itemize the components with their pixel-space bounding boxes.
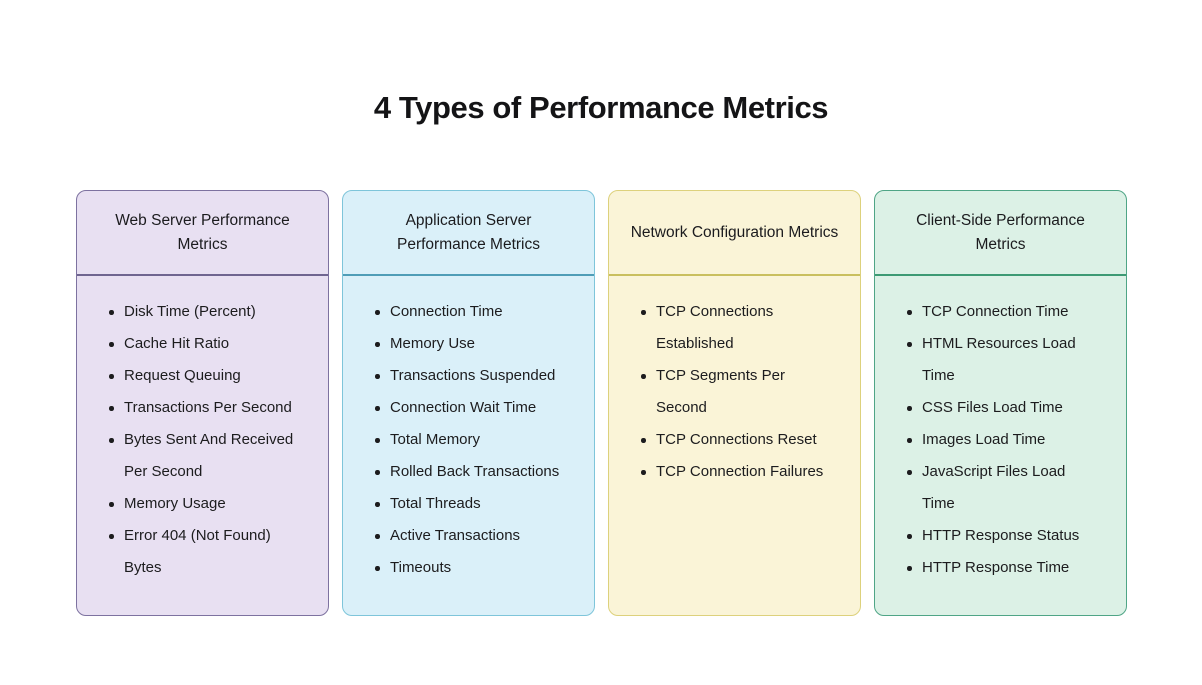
- card-title-client-side: Client-Side Performance Metrics: [875, 191, 1126, 276]
- list-item: Transactions Per Second: [91, 392, 304, 424]
- list-item: Active Transactions: [357, 520, 570, 552]
- list-item: Error 404 (Not Found) Bytes: [91, 520, 304, 584]
- list-item: Memory Use: [357, 328, 570, 360]
- list-item: Total Memory: [357, 424, 570, 456]
- card-title-network-configuration: Network Configuration Metrics: [609, 191, 860, 276]
- list-item: Connection Time: [357, 296, 570, 328]
- list-item: Bytes Sent And Received Per Second: [91, 424, 304, 488]
- list-item: Total Threads: [357, 488, 570, 520]
- list-item: HTML Resources Load Time: [889, 328, 1102, 392]
- list-item: JavaScript Files Load Time: [889, 456, 1102, 520]
- list-item: Transactions Suspended: [357, 360, 570, 392]
- card-client-side-metrics: Client-Side Performance Metrics TCP Conn…: [874, 190, 1127, 616]
- list-item: Timeouts: [357, 552, 570, 584]
- list-item: TCP Connection Failures: [623, 456, 836, 488]
- cards-row: Web Server Performance Metrics Disk Time…: [76, 190, 1127, 616]
- list-item: TCP Connection Time: [889, 296, 1102, 328]
- list-item: Images Load Time: [889, 424, 1102, 456]
- page-title: 4 Types of Performance Metrics: [373, 90, 829, 125]
- list-item: TCP Connections Reset: [623, 424, 836, 456]
- card-network-configuration-metrics: Network Configuration Metrics TCP Connec…: [608, 190, 861, 616]
- list-item: Rolled Back Transactions: [357, 456, 570, 488]
- list-item: TCP Segments Per Second: [623, 360, 836, 424]
- card-application-server-metrics: Application Server Performance Metrics C…: [342, 190, 595, 616]
- card-web-server-metrics: Web Server Performance Metrics Disk Time…: [76, 190, 329, 616]
- list-item: Disk Time (Percent): [91, 296, 304, 328]
- list-item: CSS Files Load Time: [889, 392, 1102, 424]
- list-item: HTTP Response Time: [889, 552, 1102, 584]
- list-item: Request Queuing: [91, 360, 304, 392]
- card-title-application-server: Application Server Performance Metrics: [343, 191, 594, 276]
- list-item: Cache Hit Ratio: [91, 328, 304, 360]
- list-item: Memory Usage: [91, 488, 304, 520]
- list-item: TCP Connections Established: [623, 296, 836, 360]
- list-item: HTTP Response Status: [889, 520, 1102, 552]
- card-title-web-server: Web Server Performance Metrics: [77, 191, 328, 276]
- list-item: Connection Wait Time: [357, 392, 570, 424]
